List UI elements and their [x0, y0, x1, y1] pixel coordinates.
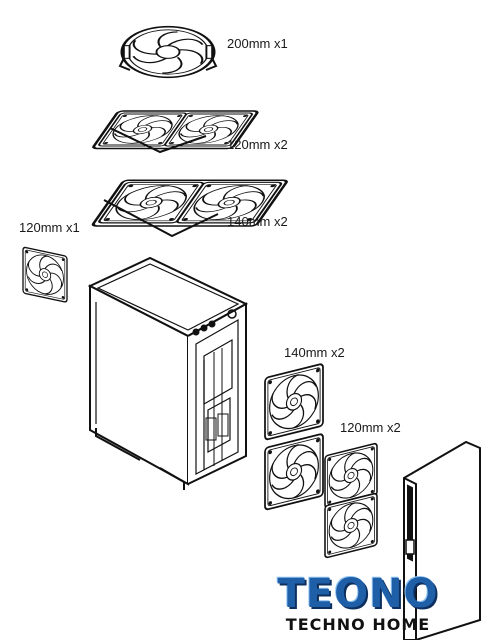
label-fan-120mm-rear: 120mm x1: [19, 220, 80, 235]
label-fan-200mm: 200mm x1: [227, 36, 288, 51]
fan-140mm-pair-front: [264, 362, 324, 511]
pc-case: [87, 256, 249, 490]
label-fan-120mm-front: 120mm x2: [340, 420, 401, 435]
label-fan-140mm-front: 140mm x2: [284, 345, 345, 360]
fan-200mm: [118, 25, 218, 79]
front-panel: [403, 440, 481, 640]
logo-subtitle: TECHNO HOME: [285, 615, 431, 634]
label-fan-120mm-top: 120mm x2: [227, 137, 288, 152]
logo-wordmark: TEONO: [277, 571, 439, 617]
fan-120mm-pair-front: [324, 442, 378, 559]
fan-120mm-rear: [22, 246, 68, 304]
fan-120mm-pair-top: [92, 110, 259, 154]
teono-logo: TEONO TECHNO HOME: [268, 572, 448, 634]
label-fan-140mm-top: 140mm x2: [227, 214, 288, 229]
fan-140mm-pair-top: [91, 179, 288, 238]
